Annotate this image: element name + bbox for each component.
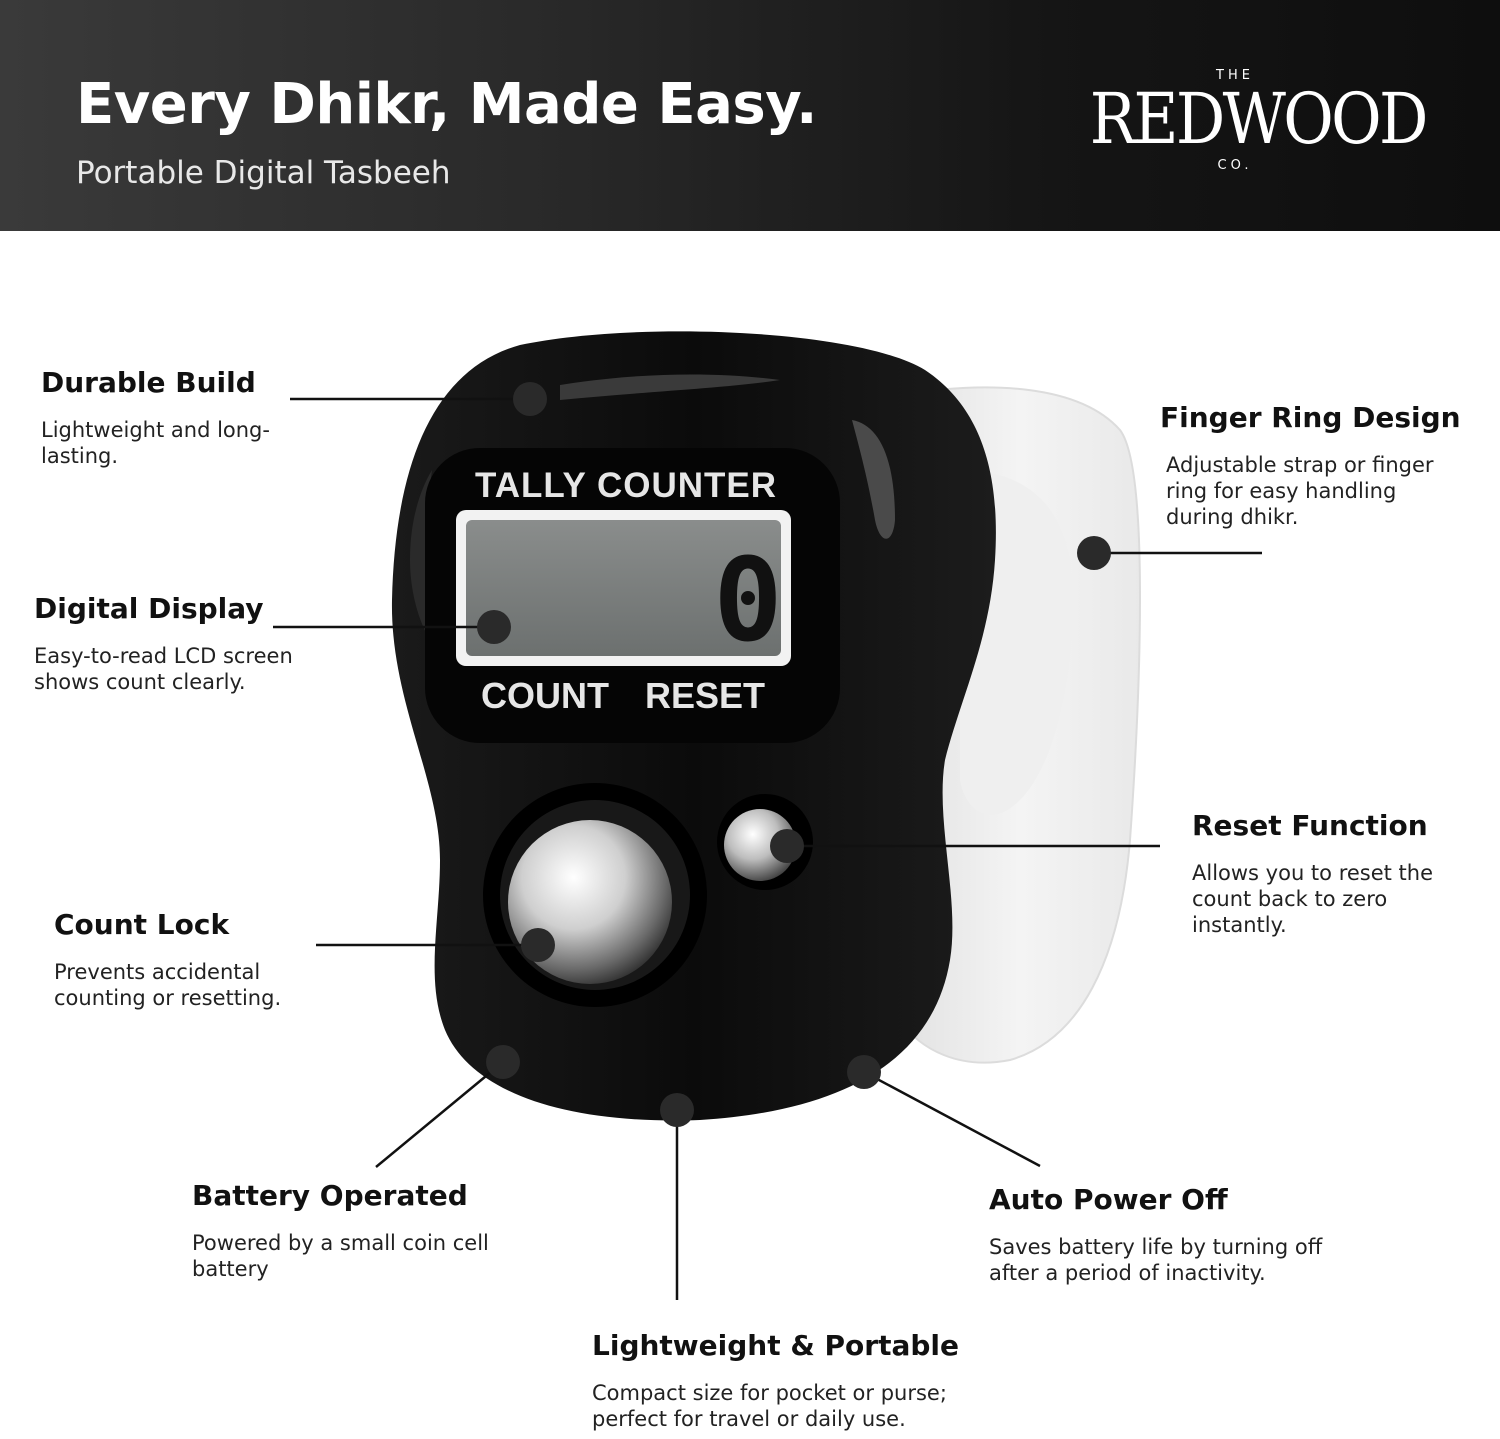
feature-count-lock: Count Lock Prevents accidental counting … [54, 908, 314, 1011]
dot-ring [1077, 536, 1111, 570]
dot-durable [513, 382, 547, 416]
callout-dots [477, 382, 1111, 1127]
headline: Every Dhikr, Made Easy. [76, 72, 817, 137]
feature-lightweight-portable: Lightweight & Portable Compact size for … [592, 1329, 982, 1432]
feature-desc: Adjustable strap or finger ring for easy… [1166, 453, 1434, 529]
tally-counter-label: TALLY COUNTER [475, 466, 777, 505]
feature-title: Reset Function [1192, 809, 1428, 842]
count-label: COUNT [481, 675, 609, 716]
lcd-screen [466, 520, 781, 656]
feature-reset-function: Reset Function Allows you to reset the c… [1192, 809, 1482, 938]
line-battery [375, 1061, 504, 1168]
feature-title: Durable Build [41, 366, 256, 399]
feature-desc: Compact size for pocket or purse; perfec… [592, 1381, 947, 1431]
subheadline: Portable Digital Tasbeeh [76, 155, 451, 191]
feature-desc: Allows you to reset the count back to ze… [1192, 861, 1434, 937]
feature-title: Finger Ring Design [1160, 401, 1461, 434]
feature-desc: Saves battery life by turning off after … [989, 1235, 1323, 1285]
feature-auto-power-off: Auto Power Off Saves battery life by tur… [989, 1183, 1359, 1286]
feature-durable-build: Durable Build Lightweight and long-lasti… [41, 366, 311, 469]
dot-reset [770, 829, 804, 863]
logo-co: CO. [1217, 158, 1253, 173]
feature-finger-ring: Finger Ring Design Adjustable strap or f… [1160, 401, 1461, 530]
header-banner: Every Dhikr, Made Easy. Portable Digital… [0, 0, 1500, 231]
logo-name: REDWOOD [1089, 78, 1429, 160]
brand-logo: THE REDWOOD CO. [1070, 68, 1429, 178]
feature-battery-operated: Battery Operated Powered by a small coin… [192, 1179, 522, 1282]
logo-the: THE [1216, 68, 1254, 83]
lcd-digit: 0 [713, 534, 782, 668]
dot-count-lock [521, 928, 555, 962]
feature-desc: Prevents accidental counting or resettin… [54, 960, 282, 1010]
feature-title: Digital Display [34, 592, 264, 625]
feature-desc: Easy-to-read LCD screen shows count clea… [34, 644, 293, 694]
reset-label: RESET [645, 675, 765, 716]
feature-desc: Powered by a small coin cell battery [192, 1231, 489, 1281]
callout-lines [273, 397, 1262, 1300]
feature-title: Count Lock [54, 908, 230, 941]
feature-title: Lightweight & Portable [592, 1329, 960, 1362]
feature-digital-display: Digital Display Easy-to-read LCD screen … [34, 592, 334, 695]
line-auto-power [863, 1070, 1041, 1168]
feature-title: Auto Power Off [989, 1183, 1228, 1216]
feature-desc: Lightweight and long-lasting. [41, 418, 270, 468]
body-highlight-top [560, 374, 780, 400]
feature-title: Battery Operated [192, 1179, 468, 1212]
body-highlight-right [852, 420, 895, 539]
dot-auto-power [847, 1055, 881, 1089]
dot-battery [486, 1045, 520, 1079]
dot-lightweight [660, 1093, 694, 1127]
dot-display [477, 610, 511, 644]
reset-button [724, 809, 796, 881]
